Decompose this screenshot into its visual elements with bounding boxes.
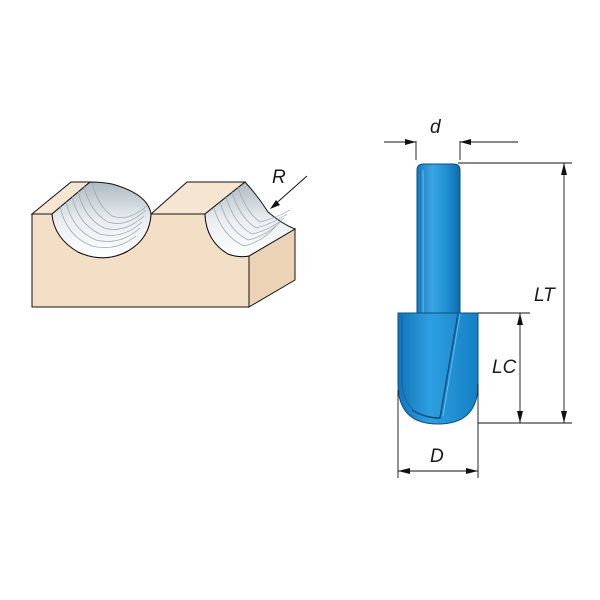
radius-indicator: R bbox=[270, 167, 308, 209]
dimension-D: D bbox=[397, 384, 479, 478]
router-bit bbox=[397, 163, 479, 425]
groove-left bbox=[51, 181, 152, 259]
dimension-lt-label: LT bbox=[534, 285, 556, 306]
dimension-lt: LT bbox=[458, 162, 572, 424]
dimension-d-label: d bbox=[430, 117, 442, 138]
radius-arrowhead bbox=[270, 200, 280, 209]
dimension-d: d bbox=[384, 117, 518, 160]
bit-shank bbox=[416, 163, 461, 315]
groove-texture bbox=[59, 182, 291, 248]
dimension-lc: LC bbox=[478, 312, 530, 423]
dimension-D-label: D bbox=[430, 446, 444, 467]
dimension-lc-label: LC bbox=[492, 357, 517, 378]
wood-block bbox=[30, 181, 297, 308]
radius-label: R bbox=[272, 167, 286, 188]
bit-cutting-head bbox=[397, 312, 479, 425]
